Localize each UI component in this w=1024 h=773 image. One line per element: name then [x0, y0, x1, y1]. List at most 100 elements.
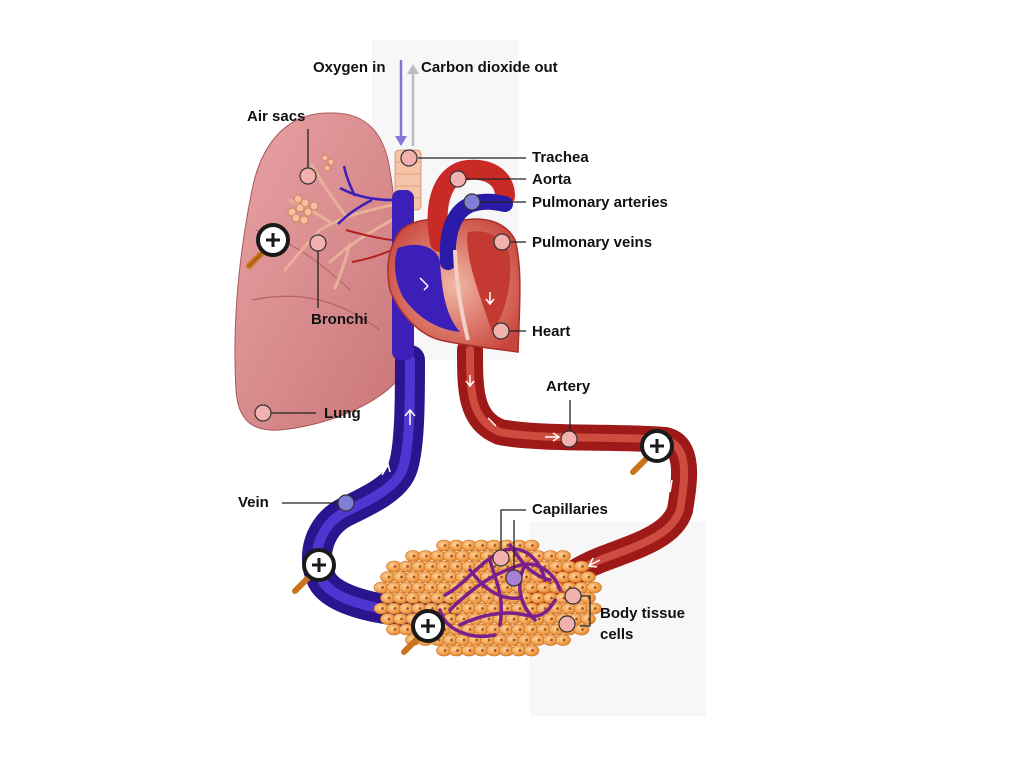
label-oxygen-in: Oxygen in: [313, 59, 386, 76]
tissue-cell-nucleus: [450, 596, 453, 600]
tissue-cell-nucleus: [531, 649, 534, 652]
tissue-cell-nucleus: [450, 617, 453, 621]
tissue-cell-nucleus: [518, 607, 522, 610]
tissue-cell-nucleus: [393, 586, 397, 589]
leader-lines: [271, 129, 591, 627]
tissue-cell-nucleus: [487, 596, 491, 600]
tissue-cell-nucleus: [425, 554, 428, 558]
tissue-cell-nucleus: [581, 607, 584, 610]
tissue-cell-nucleus: [456, 544, 459, 547]
tissue-cell-nucleus: [506, 649, 509, 652]
info-marker-bronchi[interactable]: [309, 234, 327, 252]
tissue-cell-nucleus: [493, 586, 497, 589]
tissue-cell-nucleus: [387, 596, 391, 600]
info-marker-trachea[interactable]: [400, 149, 418, 167]
tissue-cell-nucleus: [400, 596, 403, 600]
tissue-cell-nucleus: [506, 544, 509, 547]
tissue-cell-nucleus: [462, 617, 466, 621]
tissue-cell-nucleus: [493, 649, 497, 652]
tissue-cell-nucleus: [475, 638, 478, 642]
tissue-cell-nucleus: [587, 575, 591, 579]
tissue-cell-nucleus: [381, 586, 384, 589]
tissue-cell-nucleus: [525, 596, 528, 600]
tissue-cell-nucleus: [575, 575, 578, 579]
magnifier-plus-icon[interactable]: [401, 609, 445, 655]
label-aorta: Aorta: [532, 171, 572, 188]
tissue-cell-nucleus: [543, 607, 547, 610]
tissue-cell-nucleus: [393, 565, 397, 568]
info-marker-heart[interactable]: [492, 322, 510, 340]
tissue-cell-nucleus: [543, 628, 547, 631]
info-marker-body-tissue-2[interactable]: [558, 615, 576, 633]
label-capillaries: Capillaries: [532, 501, 608, 518]
tissue-cell-nucleus: [418, 565, 422, 568]
info-marker-aorta[interactable]: [449, 170, 467, 188]
co2-out-arrow: [407, 64, 419, 146]
tissue-cell-nucleus: [543, 586, 547, 589]
tissue-cell-nucleus: [450, 554, 453, 558]
tissue-cell-nucleus: [437, 596, 441, 600]
tissue-cell-nucleus: [506, 586, 509, 589]
tissue-cell-nucleus: [500, 575, 503, 579]
tissue-cell-nucleus: [425, 596, 428, 600]
tissue-cell-nucleus: [531, 544, 534, 547]
tissue-cell-nucleus: [468, 565, 472, 568]
magnifier-plus-icon[interactable]: [292, 548, 336, 594]
tissue-cell-nucleus: [518, 628, 522, 631]
tissue-cell-nucleus: [443, 607, 447, 610]
tissue-cell-nucleus: [556, 565, 559, 568]
heart-septum: [453, 249, 470, 341]
tissue-cell-nucleus: [481, 628, 484, 631]
lung-vessels-blue: [337, 165, 393, 225]
tissue-cell-nucleus: [537, 596, 541, 600]
tissue-cell-nucleus: [550, 638, 553, 642]
tissue-cell-nucleus: [500, 638, 503, 642]
tissue-cell-nucleus: [568, 565, 572, 568]
tissue-cell-nucleus: [393, 628, 397, 631]
tissue-cell-nucleus: [537, 617, 541, 621]
tissue-cell-nucleus: [462, 575, 466, 579]
tissue-cell-nucleus: [487, 617, 491, 621]
tissue-cell-nucleus: [493, 565, 497, 568]
label-pulmonary-veins: Pulmonary veins: [532, 234, 653, 251]
vein-vessel-highlight: [311, 355, 450, 618]
tissue-cell-nucleus: [481, 649, 484, 652]
tissue-cell-nucleus: [525, 554, 528, 558]
tissue-cell-nucleus: [412, 554, 416, 558]
tissue-cell-nucleus: [418, 607, 422, 610]
tissue-cell-nucleus: [525, 638, 528, 642]
info-marker-capillaries-1[interactable]: [492, 549, 510, 567]
info-marker-air-sacs[interactable]: [299, 167, 317, 185]
info-marker-vein[interactable]: [337, 494, 355, 512]
info-marker-artery[interactable]: [560, 430, 578, 448]
tissue-cell-nucleus: [387, 617, 391, 621]
tissue-cell-nucleus: [581, 586, 584, 589]
info-marker-lung[interactable]: [254, 404, 272, 422]
tissue-cell-nucleus: [412, 575, 416, 579]
tissue-cell-nucleus: [518, 649, 522, 652]
lung-fissure: [251, 295, 381, 331]
aorta-arch: [427, 159, 515, 252]
tissue-cell-nucleus: [506, 628, 509, 631]
tissue-cell-nucleus: [481, 544, 484, 547]
label-artery: Artery: [546, 378, 591, 395]
tissue-cell-nucleus: [556, 607, 559, 610]
tissue-cell-nucleus: [431, 586, 434, 589]
tissue-cell-nucleus: [581, 628, 584, 631]
info-marker-pulmonary-arteries[interactable]: [463, 193, 481, 211]
tissue-cell-nucleus: [575, 617, 578, 621]
tissue-cell-nucleus: [431, 607, 434, 610]
capillary-network: [438, 543, 562, 638]
tissue-cell-nucleus: [593, 607, 597, 610]
air-sac-clusters: [287, 154, 335, 225]
oxygen-in-arrow: [395, 60, 407, 146]
magnifier-plus-icon[interactable]: [630, 429, 674, 475]
tissue-cell-nucleus: [531, 586, 534, 589]
info-marker-body-tissue-1[interactable]: [564, 587, 582, 605]
tissue-cell-nucleus: [418, 586, 422, 589]
info-marker-pulmonary-veins[interactable]: [493, 233, 511, 251]
magnifier-plus-icon[interactable]: [246, 223, 290, 269]
info-marker-capillaries-2[interactable]: [505, 569, 523, 587]
